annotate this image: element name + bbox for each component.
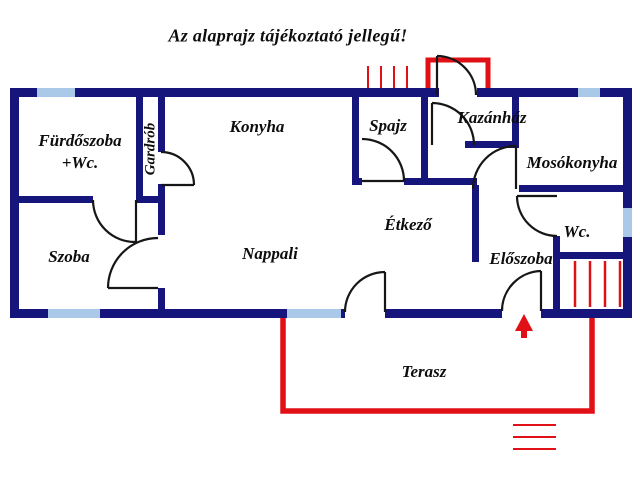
room-label-diningroom: Étkező: [384, 214, 432, 234]
window-top-bathroom: [37, 88, 75, 97]
door-terrace: [343, 270, 387, 313]
room-label-bathroom: Fürdőszoba +Wc.: [38, 130, 121, 174]
window-bottom-room: [48, 309, 100, 318]
porch-outline-red: [425, 57, 491, 96]
entrance-arrow-icon: [515, 314, 533, 338]
exterior-steps-red: [367, 66, 408, 89]
floorplan-disclaimer-title: Az alaprajz tájékoztató jellegű!: [168, 25, 408, 46]
door-laundry: [471, 144, 518, 190]
room-label-room: Szoba: [48, 246, 90, 266]
room-label-wc: Wc.: [563, 221, 591, 241]
room-label-pantry: Spajz: [369, 115, 407, 135]
door-wardrobe: [160, 150, 196, 187]
terrace-outline-red: [280, 316, 595, 414]
door-arcs: [91, 54, 558, 313]
room-label-livingroom: Nappali: [242, 243, 298, 263]
window-right-wc: [623, 208, 632, 237]
door-pantry: [361, 137, 406, 183]
window-bottom-livingroom: [287, 309, 341, 318]
room-label-laundry: Mosókonyha: [526, 152, 618, 172]
door-main-entrance: [500, 269, 543, 312]
door-wc: [515, 194, 558, 238]
door-boilerroom-entry: [435, 54, 478, 96]
room-label-wardrobe: Gardrób: [142, 122, 159, 176]
room-label-terrace: Terasz: [401, 361, 447, 381]
door-room: [106, 236, 159, 290]
staircase-hatch-red: [573, 261, 622, 307]
room-label-bathroom-line2: +Wc.: [61, 153, 99, 172]
room-label-kitchen: Konyha: [229, 116, 285, 136]
window-top-laundry: [578, 88, 600, 97]
inner-walls: [10, 96, 624, 317]
door-boilerroom-inner: [430, 101, 476, 146]
room-label-hallway: Előszoba: [489, 248, 553, 268]
terrace-steps-red: [513, 424, 556, 450]
outer-walls: [10, 88, 632, 318]
room-label-bathroom-line1: Fürdőszoba: [38, 130, 122, 150]
windows-layer: [37, 88, 632, 318]
door-bathroom: [91, 199, 138, 244]
room-label-boilerroom: Kazánház: [457, 107, 527, 127]
